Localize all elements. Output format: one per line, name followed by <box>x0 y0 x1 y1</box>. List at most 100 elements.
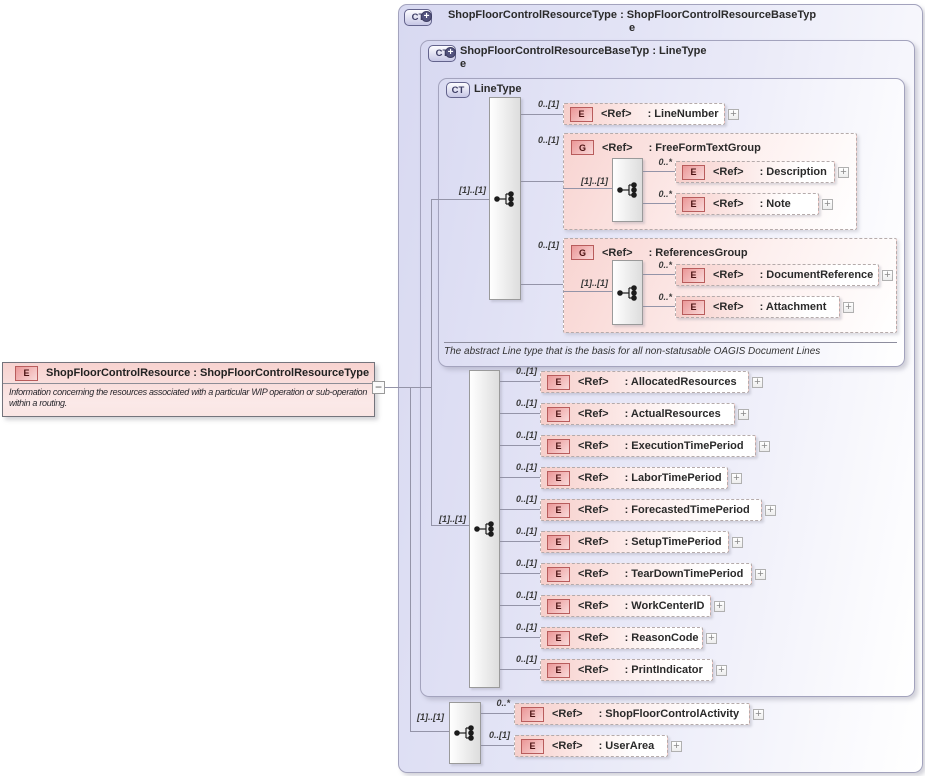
cardinality-label: 0..[1] <box>515 462 537 472</box>
connector-line <box>519 114 563 115</box>
element-icon: E <box>682 299 705 315</box>
cardinality-label: 0..* <box>496 698 510 708</box>
connector-line <box>519 284 563 285</box>
ref-label: <Ref> <box>552 740 583 752</box>
element-workcenterid[interactable]: E <Ref> : WorkCenterID <box>540 595 711 617</box>
expand-toggle[interactable]: + <box>671 740 682 752</box>
cardinality-label: 0..[1] <box>515 398 537 408</box>
connector-line <box>410 387 411 731</box>
expand-toggle[interactable]: + <box>706 632 717 644</box>
ref-label: <Ref> <box>578 632 609 644</box>
expand-toggle[interactable]: + <box>728 108 739 120</box>
element-row: E <Ref> : ShopFloorControlActivity + <box>514 702 764 726</box>
element-description[interactable]: E <Ref> : Description <box>675 161 835 183</box>
complextype-title: LineType <box>474 83 522 95</box>
element-row: E <Ref> : LineNumber + <box>563 102 739 126</box>
element-name: : ForecastedTimePeriod <box>624 504 750 516</box>
element-row: E <Ref> : Note + <box>675 192 833 216</box>
element-setuptimeperiod[interactable]: E <Ref> : SetupTimePeriod <box>540 531 729 553</box>
complextype-title: ShopFloorControlResourceBaseTyp : LineTy… <box>460 45 800 71</box>
ref-label: <Ref> <box>578 536 609 548</box>
element-row: E <Ref> : Description + <box>675 160 849 184</box>
element-name: : SetupTimePeriod <box>624 536 722 548</box>
element-row: E <Ref> : ExecutionTimePeriod + <box>540 434 770 458</box>
expand-toggle[interactable]: + <box>882 269 893 281</box>
expand-toggle[interactable]: + <box>731 472 742 484</box>
sequence-icon <box>473 521 494 537</box>
expand-toggle[interactable]: + <box>732 536 743 548</box>
element-name: : AllocatedResources <box>624 376 737 388</box>
element-teardowntimeperiod[interactable]: E <Ref> : TearDownTimePeriod <box>540 563 752 585</box>
expand-toggle[interactable]: + <box>765 504 776 516</box>
connector-line <box>410 731 449 732</box>
expand-toggle[interactable]: + <box>843 301 854 313</box>
element-name: : UserArea <box>598 740 655 752</box>
element-icon: E <box>547 662 570 678</box>
connector-line <box>563 188 612 189</box>
expand-toggle[interactable]: + <box>753 708 764 720</box>
connector-line <box>431 199 489 200</box>
sequence-compositor <box>612 260 643 325</box>
ref-label: <Ref> <box>578 664 609 676</box>
sequence-compositor <box>612 158 643 222</box>
connector-line <box>499 541 540 542</box>
element-labortimeperiod[interactable]: E <Ref> : LaborTimePeriod <box>540 467 728 489</box>
connector-line <box>499 605 540 606</box>
expand-toggle[interactable]: + <box>755 568 766 580</box>
ref-label: <Ref> <box>713 198 744 210</box>
element-name: : PrintIndicator <box>624 664 703 676</box>
element-icon: E <box>15 365 38 381</box>
element-row: E <Ref> : DocumentReference + <box>675 263 893 287</box>
cardinality-label: 0..* <box>658 260 672 270</box>
ref-label: <Ref> <box>713 301 744 313</box>
sequence-icon <box>494 190 514 207</box>
derived-type-icon: + <box>445 47 456 58</box>
element-attachment[interactable]: E <Ref> : Attachment <box>675 296 840 318</box>
element-name: : ActualResources <box>624 408 721 420</box>
ref-label: <Ref> <box>578 440 609 452</box>
expand-toggle[interactable]: + <box>738 408 749 420</box>
element-actualresources[interactable]: E <Ref> : ActualResources <box>540 403 735 425</box>
element-shopfloorcontrolactivity[interactable]: E <Ref> : ShopFloorControlActivity <box>514 703 750 725</box>
expand-toggle[interactable]: + <box>759 440 770 452</box>
cardinality-label: 0..[1] <box>515 622 537 632</box>
element-userarea[interactable]: E <Ref> : UserArea <box>514 735 668 757</box>
element-executiontimeperiod[interactable]: E <Ref> : ExecutionTimePeriod <box>540 435 756 457</box>
element-name: : Description <box>759 166 827 178</box>
element-row: E <Ref> : ForecastedTimePeriod + <box>540 498 776 522</box>
connector-line <box>499 669 540 670</box>
sequence-icon <box>616 284 637 301</box>
root-element-box[interactable]: E ShopFloorControlResource : ShopFloorCo… <box>2 362 375 417</box>
element-forecastedtimeperiod[interactable]: E <Ref> : ForecastedTimePeriod <box>540 499 762 521</box>
element-row: E <Ref> : ReasonCode + <box>540 626 717 650</box>
expand-toggle[interactable]: + <box>714 600 725 612</box>
element-note[interactable]: E <Ref> : Note <box>675 193 819 215</box>
connector-line <box>499 413 540 414</box>
connector-line <box>431 525 469 526</box>
element-allocatedresources[interactable]: E <Ref> : AllocatedResources <box>540 371 749 393</box>
element-name: : WorkCenterID <box>624 600 705 612</box>
expand-toggle[interactable]: + <box>822 198 833 210</box>
expand-toggle[interactable]: + <box>838 166 849 178</box>
cardinality-label: [1]..[1] <box>581 176 608 186</box>
element-name: : DocumentReference <box>759 269 874 281</box>
element-documentreference[interactable]: E <Ref> : DocumentReference <box>675 264 879 286</box>
element-name: : Note <box>759 198 791 210</box>
element-name: : Attachment <box>759 301 827 313</box>
connector-line <box>499 381 540 382</box>
ref-label: <Ref> <box>602 141 633 154</box>
element-printindicator[interactable]: E <Ref> : PrintIndicator <box>540 659 713 681</box>
ref-label: <Ref> <box>601 108 632 120</box>
expand-toggle[interactable]: + <box>752 376 763 388</box>
group-icon: G <box>571 140 594 155</box>
element-reasoncode[interactable]: E <Ref> : ReasonCode <box>540 627 703 649</box>
cardinality-label: 0..[1] <box>515 366 537 376</box>
cardinality-label: 0..[1] <box>515 590 537 600</box>
title-line: e <box>628 22 636 34</box>
linetype-annotation: The abstract Line type that is the basis… <box>444 346 821 357</box>
sequence-compositor <box>449 702 481 764</box>
expand-toggle[interactable]: + <box>716 664 727 676</box>
collapse-toggle[interactable]: − <box>372 381 385 394</box>
element-linenumber[interactable]: E <Ref> : LineNumber <box>563 103 725 125</box>
element-icon: E <box>547 438 570 454</box>
